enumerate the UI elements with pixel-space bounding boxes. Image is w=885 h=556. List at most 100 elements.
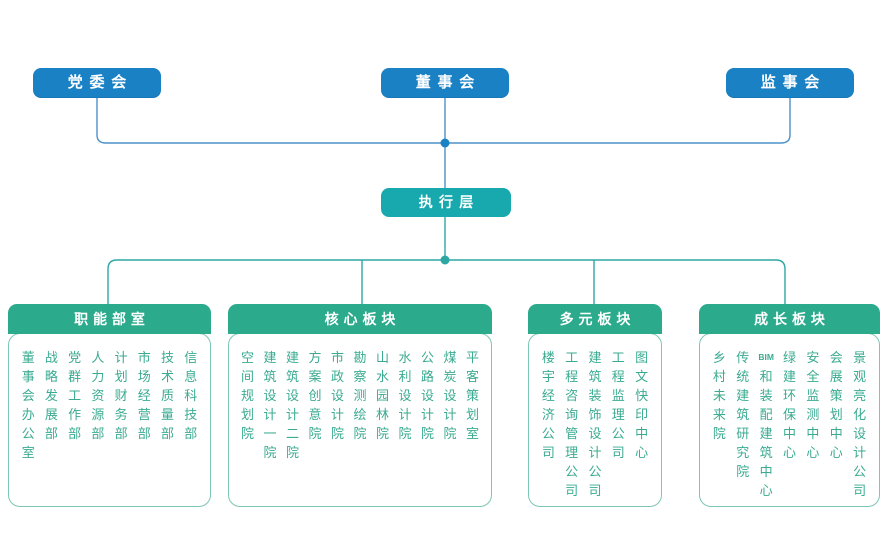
- department-item-char: 院: [285, 445, 299, 460]
- department-item-char: 展: [44, 407, 58, 422]
- department-item-char: 中: [635, 426, 649, 441]
- department-item-char: 方: [308, 350, 322, 365]
- department-item-char: 发: [44, 388, 58, 403]
- panel-title: 职能部室: [8, 304, 211, 334]
- panel-title: 核心板块: [228, 304, 492, 334]
- party-committee-box: 党委会: [33, 68, 161, 98]
- department-item-char: 建: [285, 350, 299, 365]
- department-item-char: 公: [588, 464, 602, 479]
- blue-junction-dot: [440, 138, 450, 148]
- department-item-char: 部: [114, 426, 128, 441]
- department-item-char: 部: [184, 426, 198, 441]
- department-item: 水利设计院: [397, 348, 413, 500]
- department-item-char: 部: [91, 426, 105, 441]
- department-item-char: 公: [565, 464, 579, 479]
- department-item: 工程监理公司: [610, 348, 626, 500]
- department-item-char: 建: [263, 350, 277, 365]
- department-item-char: 来: [712, 407, 726, 422]
- department-item-char: 技: [184, 407, 198, 422]
- department-item-char: 路: [420, 369, 434, 384]
- department-item-char: 室: [465, 426, 479, 441]
- department-item-char: 程: [611, 369, 625, 384]
- department-item-char: 图: [635, 350, 649, 365]
- department-item-char: 安: [806, 350, 820, 365]
- department-item: 公路设计院: [420, 348, 436, 500]
- department-item-char: 工: [565, 350, 579, 365]
- department-item: 勘察测绘院: [352, 348, 368, 500]
- department-item-char: 事: [21, 369, 35, 384]
- executive-layer-box: 执行层: [381, 188, 511, 217]
- department-item-char: 察: [353, 369, 367, 384]
- department-item-char: 部: [44, 426, 58, 441]
- department-item-char: 保: [782, 407, 796, 422]
- department-item-char: 院: [398, 426, 412, 441]
- department-item-char: 科: [184, 388, 198, 403]
- department-item-char: 心: [759, 483, 773, 498]
- department-item-char: 设: [285, 388, 299, 403]
- panel-item-list: 董事会办公室战略发展部党群工作部人力资源部计划财务部市场经营部技术质量部信息科技…: [8, 333, 211, 507]
- department-item-char: 筑: [263, 369, 277, 384]
- department-item-char: 战: [44, 350, 58, 365]
- department-item-char: 一: [263, 426, 277, 441]
- department-item-char: 筑: [588, 369, 602, 384]
- department-item-char: 力: [91, 369, 105, 384]
- department-item-char: 创: [308, 388, 322, 403]
- supervisory-board-box: 监事会: [726, 68, 854, 98]
- department-item-char: 建: [759, 426, 773, 441]
- department-item: 会展策划中心: [828, 348, 844, 500]
- department-item-char: 心: [829, 445, 843, 460]
- department-item-char: 计: [588, 445, 602, 460]
- department-item-char: 展: [829, 369, 843, 384]
- department-item-char: 平: [465, 350, 479, 365]
- department-item-char: 印: [635, 407, 649, 422]
- department-item-char: 煤: [443, 350, 457, 365]
- department-item-char: 计: [263, 407, 277, 422]
- department-item-char: 技: [161, 350, 175, 365]
- department-item-char: 装: [588, 388, 602, 403]
- department-item-char: 院: [443, 426, 457, 441]
- department-item-char: 计: [853, 445, 867, 460]
- department-item-char: 测: [806, 407, 820, 422]
- department-item-char: 楼: [541, 350, 555, 365]
- department-item-char: 公: [420, 350, 434, 365]
- department-item: 党群工作部: [67, 348, 83, 500]
- department-item-char: 水: [375, 369, 389, 384]
- department-item-char: 中: [782, 426, 796, 441]
- department-item-char: 公: [853, 464, 867, 479]
- department-item-char: 信: [184, 350, 198, 365]
- department-item-char: 室: [21, 445, 35, 460]
- department-item-char: 源: [91, 407, 105, 422]
- department-item-char: 息: [184, 369, 198, 384]
- department-item-char: 计: [398, 407, 412, 422]
- department-item-char: 建: [588, 350, 602, 365]
- department-item-char: 设: [330, 388, 344, 403]
- department-item-char: 董: [21, 350, 35, 365]
- department-item-char: 快: [635, 388, 649, 403]
- department-item-char: 财: [114, 388, 128, 403]
- department-item-char: 计: [420, 407, 434, 422]
- department-item-char: 设: [588, 426, 602, 441]
- department-item-char: 饰: [588, 407, 602, 422]
- department-item-char: 工: [68, 388, 82, 403]
- department-item-char: 院: [420, 426, 434, 441]
- department-item-char: 政: [330, 369, 344, 384]
- department-item: 图文快印中心: [634, 348, 650, 500]
- department-item-char: 设: [853, 426, 867, 441]
- department-item-char: 部: [161, 426, 175, 441]
- department-item-char: 心: [782, 445, 796, 460]
- department-item-char: 亮: [853, 388, 867, 403]
- department-item-char: 环: [782, 388, 796, 403]
- department-item: 空间规划院: [240, 348, 256, 500]
- department-item-char: 乡: [712, 350, 726, 365]
- department-item: 建筑装饰设计公司: [587, 348, 603, 500]
- department-item: 建筑设计二院: [285, 348, 301, 500]
- department-item-char: 筑: [736, 407, 750, 422]
- department-item-char: 营: [137, 407, 151, 422]
- department-item-char: 询: [565, 407, 579, 422]
- department-item-char: 量: [161, 407, 175, 422]
- department-item-char: 院: [263, 445, 277, 460]
